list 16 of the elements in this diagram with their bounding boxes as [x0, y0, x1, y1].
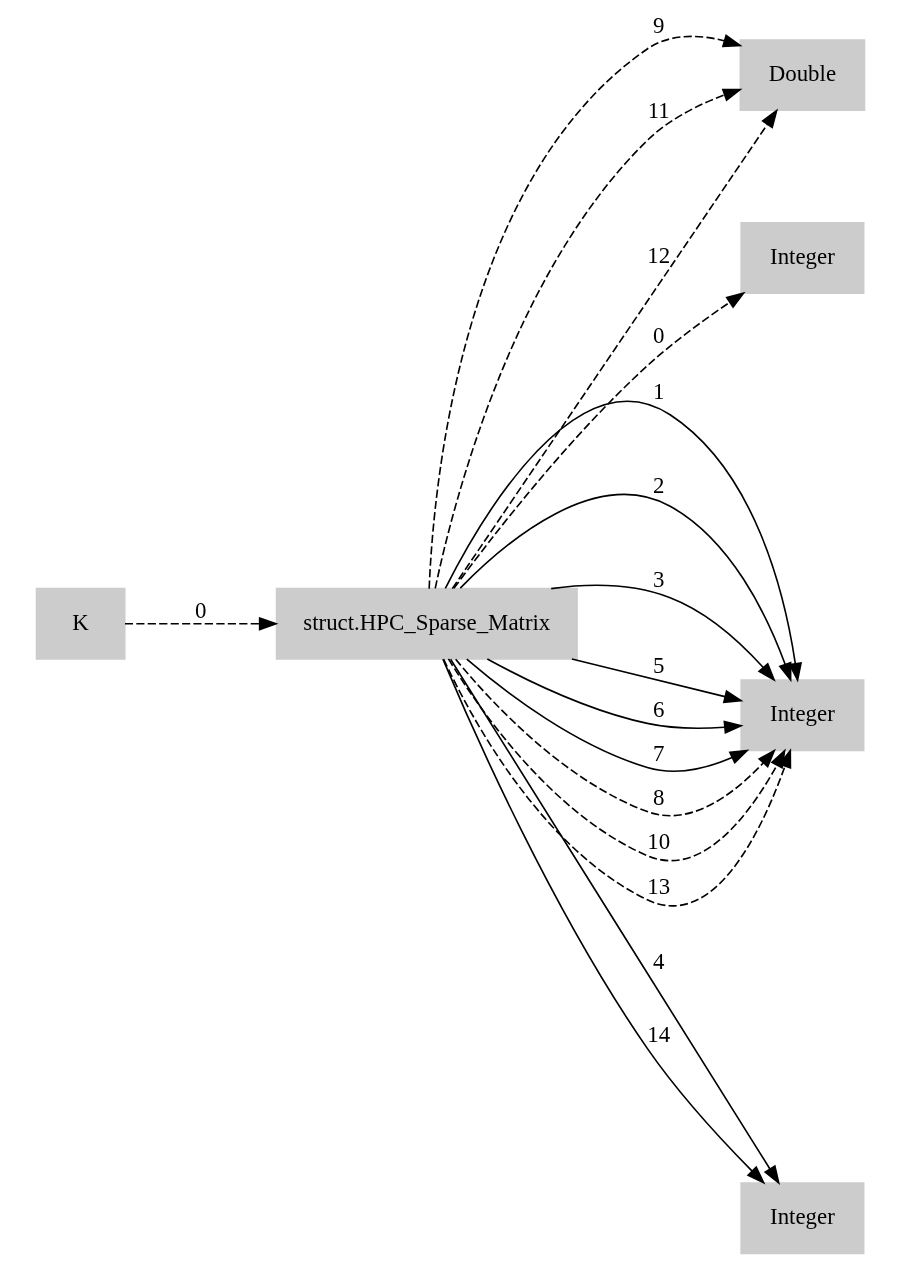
edge-label: 8	[652, 785, 664, 811]
edge-label: 9	[652, 12, 664, 38]
edge-label: 0	[194, 597, 206, 623]
edge-label: 7	[652, 741, 664, 767]
edge-label: 13	[646, 873, 670, 899]
edge-label: 6	[652, 697, 664, 723]
edge-label: 2	[652, 473, 664, 499]
edge-label: 12	[646, 243, 670, 269]
edge-label: 5	[652, 653, 664, 679]
edge-label: 10	[646, 829, 670, 855]
edge-label: 11	[647, 97, 670, 123]
edge-label: 14	[646, 1022, 670, 1048]
edge-label: 4	[652, 948, 664, 974]
edge-label: 0	[652, 323, 664, 349]
edge-label: 3	[652, 566, 664, 592]
edge-label: 1	[652, 378, 664, 404]
